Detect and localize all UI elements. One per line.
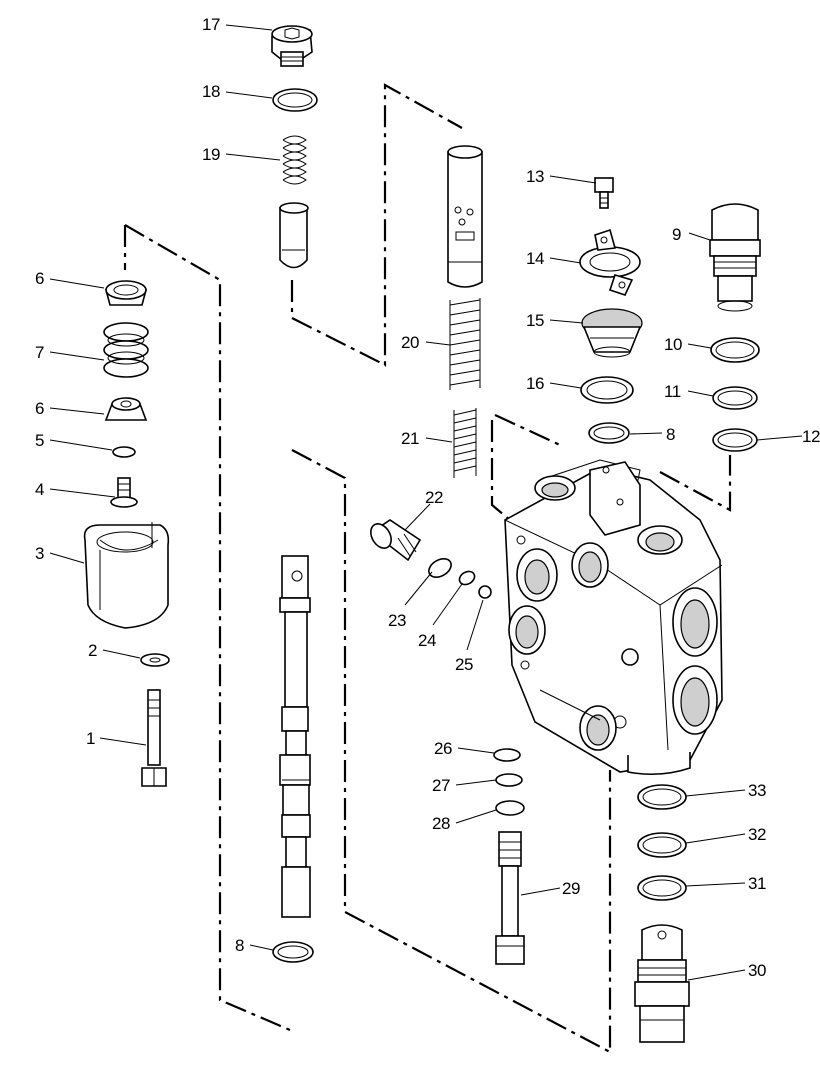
check-plug-part-22 <box>370 519 422 562</box>
pin-part-29 <box>495 831 525 965</box>
spring-part-7 <box>103 322 149 378</box>
plug-part-17 <box>271 25 313 67</box>
o-ring-part-11 <box>712 386 758 410</box>
o-ring-part-23 <box>428 558 452 578</box>
callout-11: 11 <box>664 382 681 401</box>
callout-30: 30 <box>748 961 766 980</box>
parts <box>83 25 761 1043</box>
alignment-line-plug-frame <box>290 83 463 367</box>
callout-1: 1 <box>86 729 95 748</box>
callout-27: 27 <box>432 776 450 795</box>
valve-body <box>504 459 723 776</box>
cartridge-part-9 <box>709 203 761 312</box>
callout-8-lower: 8 <box>235 936 244 955</box>
bolt-part-1 <box>141 689 167 787</box>
callout-33: 33 <box>748 781 766 800</box>
plunger-part <box>279 202 309 269</box>
screw-part-4 <box>110 477 138 508</box>
cap-housing-part-3 <box>83 522 170 629</box>
callout-26: 26 <box>434 739 452 758</box>
ball-part-25 <box>478 585 492 599</box>
spring-part-19 <box>282 135 307 185</box>
callout-13: 13 <box>526 167 544 186</box>
alignment-line-cartridge-frame <box>659 455 732 512</box>
callout-24: 24 <box>418 631 436 650</box>
callout-16: 16 <box>526 374 544 393</box>
o-ring-part-24 <box>458 570 476 586</box>
o-ring-part-28 <box>495 800 525 816</box>
callout-3: 3 <box>35 544 44 563</box>
alignment-line-spool-frame <box>291 449 612 1054</box>
alignment-line-spring-frame <box>490 420 511 521</box>
spool-shaft <box>279 555 311 918</box>
callout-19: 19 <box>202 145 220 164</box>
callout-17: 17 <box>202 15 220 34</box>
callout-32: 32 <box>748 825 766 844</box>
callout-7: 7 <box>35 343 44 362</box>
callout-6-lower: 6 <box>35 399 44 418</box>
alignment-line-left-frame <box>124 224 291 1032</box>
callout-4: 4 <box>35 480 44 499</box>
washer-part-2 <box>140 653 170 667</box>
cartridge-part-30 <box>634 924 690 1043</box>
callout-14: 14 <box>526 249 544 268</box>
leader-lines <box>49 24 803 981</box>
callout-2: 2 <box>88 641 97 660</box>
callout-28: 28 <box>432 814 450 833</box>
ring-part-5 <box>112 446 136 458</box>
callout-22: 22 <box>425 488 443 507</box>
spring-cap-part-6-lower <box>104 397 148 421</box>
o-ring-part-8-lower <box>272 941 314 963</box>
callout-9: 9 <box>672 225 681 244</box>
sleeve-part-20-top <box>447 145 483 288</box>
callout-18: 18 <box>202 82 220 101</box>
spring-cap-part-6-upper <box>104 280 148 306</box>
callout-8-upper: 8 <box>666 425 675 444</box>
callout-29: 29 <box>562 879 580 898</box>
callout-25: 25 <box>455 655 473 674</box>
alignment-lines <box>123 83 732 1054</box>
callout-10: 10 <box>664 335 682 354</box>
dome-cap-part-15 <box>581 308 643 358</box>
callout-12: 12 <box>802 427 820 446</box>
o-ring-part-26 <box>493 748 521 762</box>
flange-part-14 <box>579 228 641 296</box>
o-ring-part-8-upper <box>588 422 630 444</box>
callout-31: 31 <box>748 874 766 893</box>
callout-5: 5 <box>35 431 44 450</box>
callout-23: 23 <box>388 611 406 630</box>
callout-20: 20 <box>401 333 419 352</box>
callout-6-upper: 6 <box>35 269 44 288</box>
callout-21: 21 <box>401 429 419 448</box>
bolt-part-13 <box>594 177 614 209</box>
alignment-line-body-frame <box>494 414 561 446</box>
callout-labels: 17 18 19 6 7 6 5 4 3 2 1 8 20 21 22 23 2… <box>35 15 820 980</box>
spring-part-21 <box>453 408 477 478</box>
o-ring-part-12 <box>712 428 758 452</box>
o-ring-part-18 <box>272 88 318 112</box>
spring-part-20 <box>449 298 481 390</box>
o-ring-part-27 <box>495 773 523 787</box>
callout-15: 15 <box>526 311 544 330</box>
